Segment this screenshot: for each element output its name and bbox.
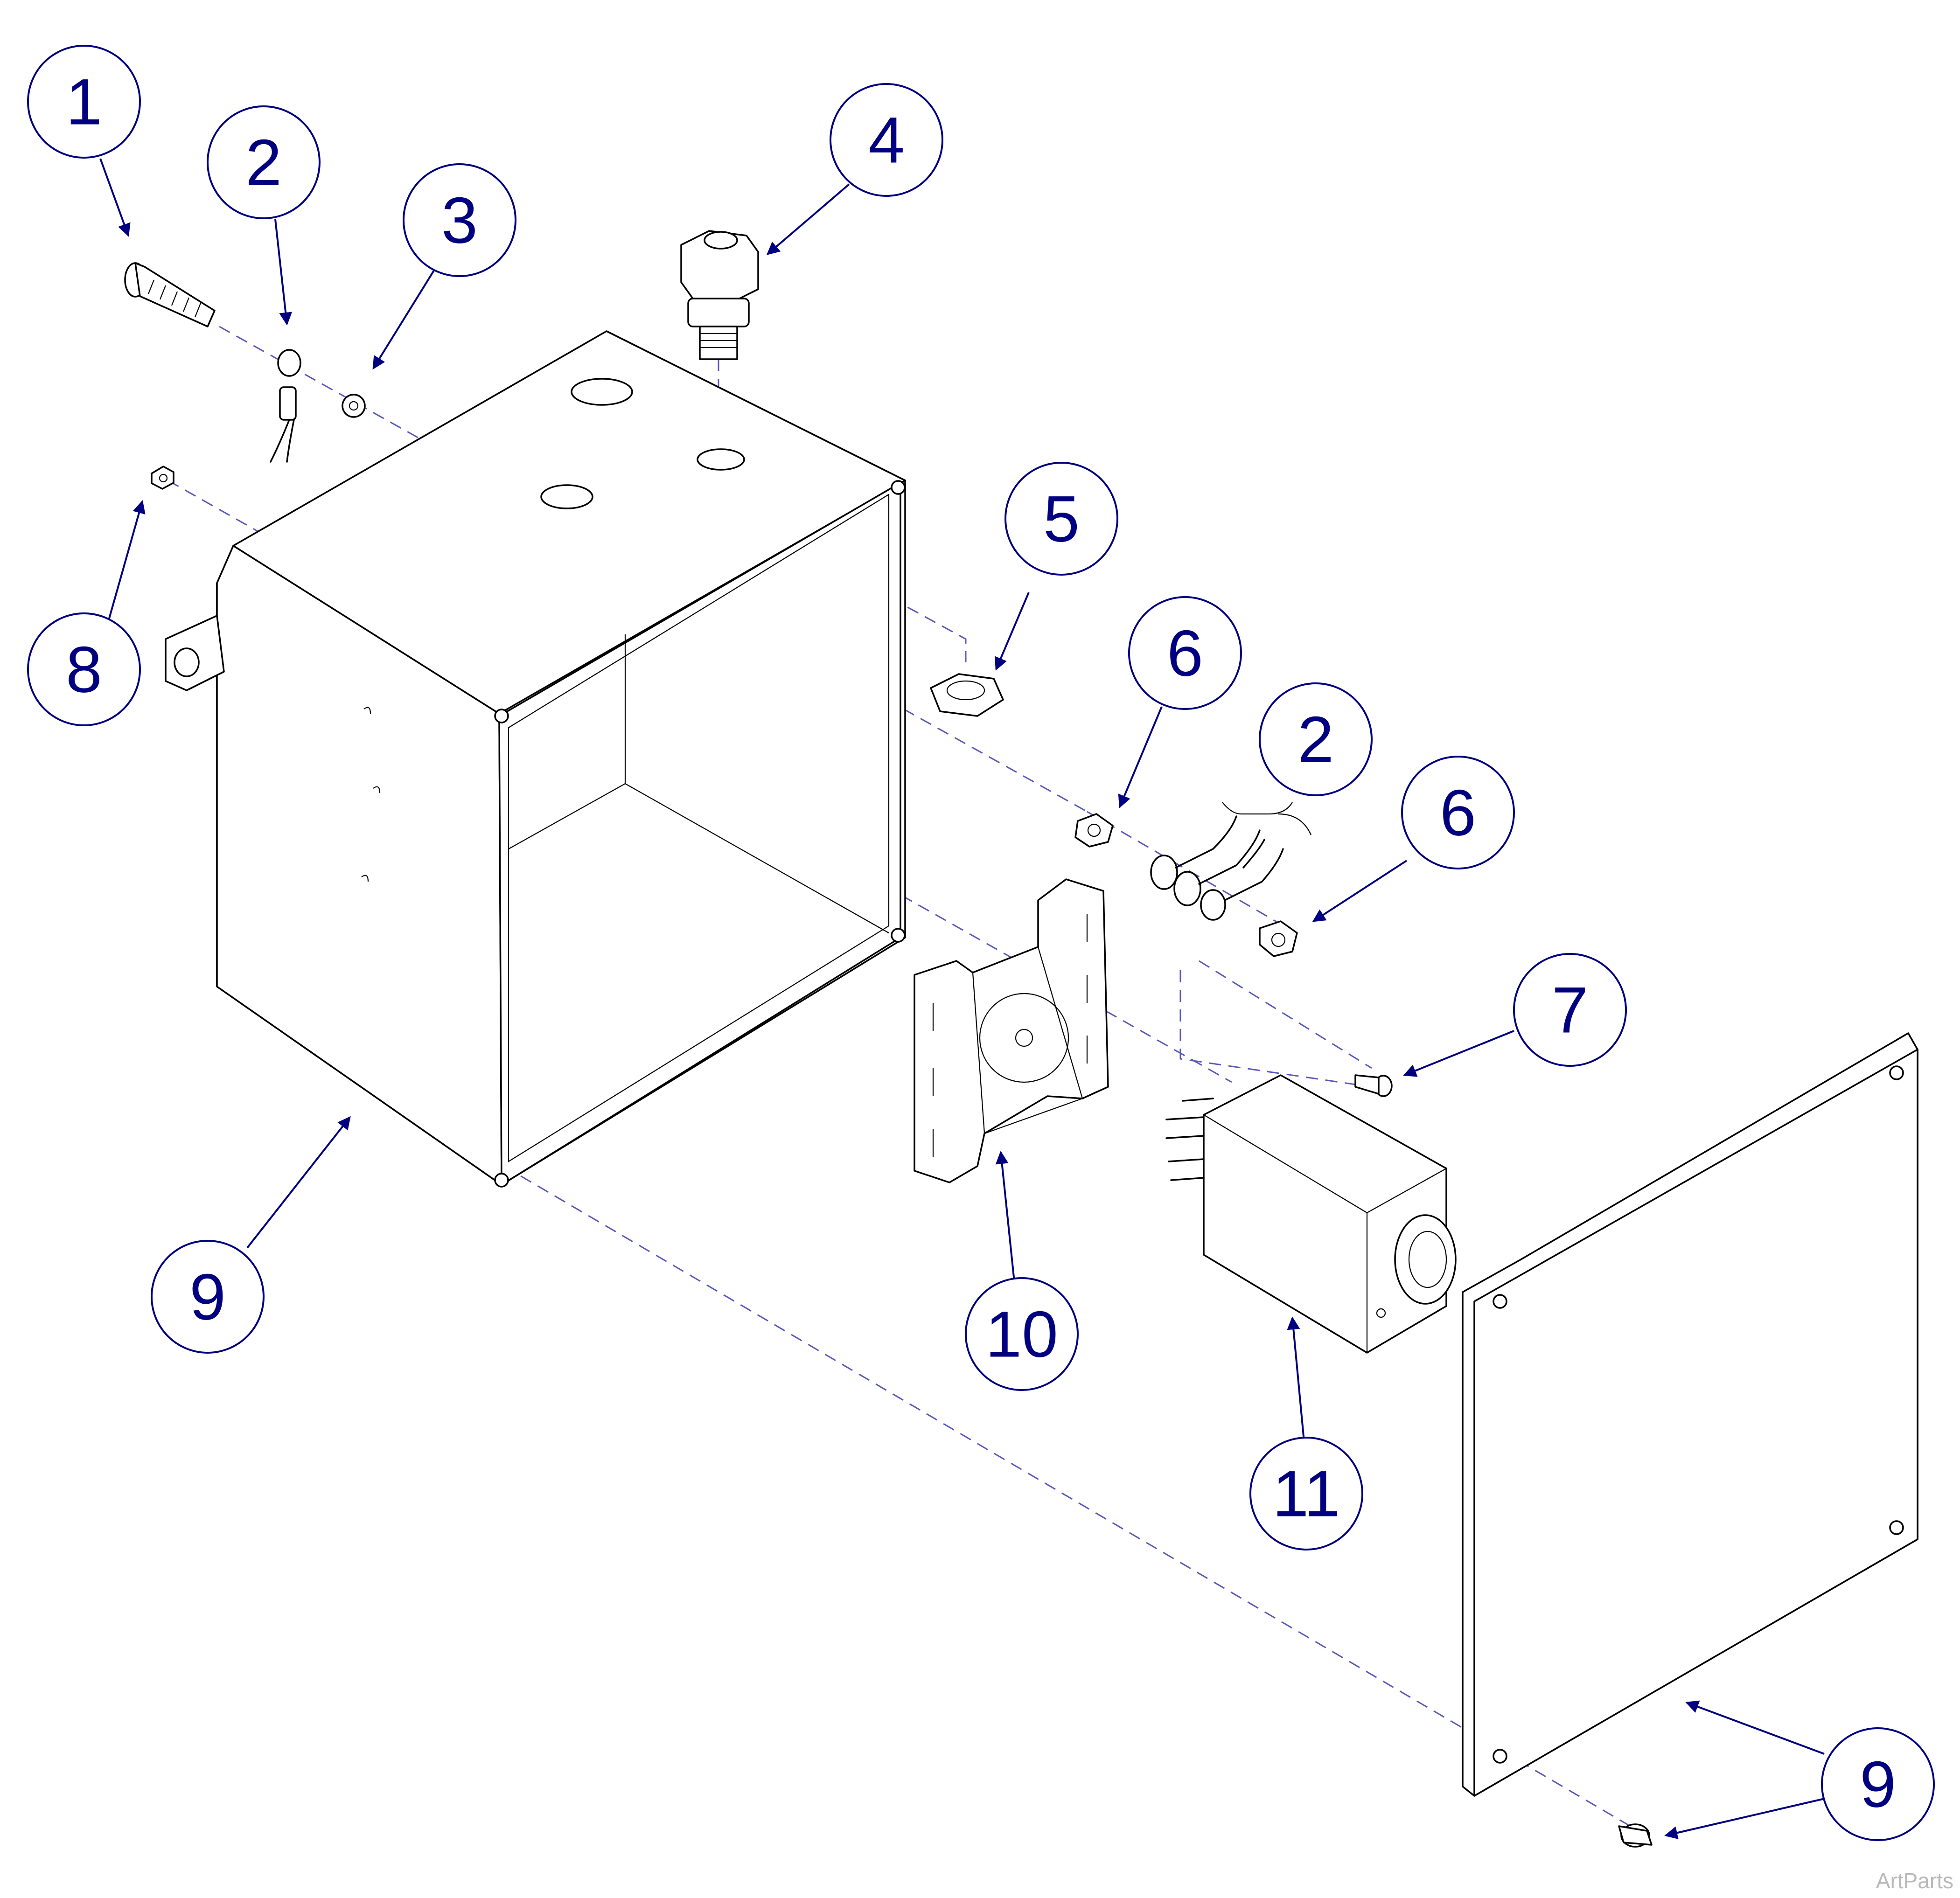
callout-11: 11 xyxy=(1249,1437,1363,1550)
callout-4: 4 xyxy=(830,83,943,197)
callout-3-label: 3 xyxy=(441,184,478,257)
callout-9-cover: 9 xyxy=(1821,1727,1935,1841)
callout-10: 10 xyxy=(965,1277,1079,1391)
cable-gland xyxy=(680,230,759,360)
cover-screw xyxy=(1618,1823,1653,1848)
callout-8: 8 xyxy=(27,612,141,726)
callout-9-cover-label: 9 xyxy=(1860,1748,1896,1821)
bolt xyxy=(124,262,216,327)
hex-nut xyxy=(151,466,174,490)
callout-2-terminals: 2 xyxy=(1259,682,1373,796)
callout-8-label: 8 xyxy=(66,633,102,706)
enclosure-box xyxy=(165,330,906,1188)
small-screw xyxy=(1354,1074,1393,1097)
callout-1-label: 1 xyxy=(66,65,102,139)
relay xyxy=(1165,1074,1457,1354)
relay-socket xyxy=(914,878,1109,1183)
ring-terminal-group xyxy=(1150,802,1312,921)
callout-5: 5 xyxy=(1004,462,1118,576)
terminal-nut-lower xyxy=(1259,920,1298,957)
callout-7-label: 7 xyxy=(1552,973,1588,1047)
callout-10-label: 10 xyxy=(985,1298,1058,1371)
callout-2-label: 2 xyxy=(245,126,282,199)
callout-6-upper: 6 xyxy=(1128,596,1242,710)
star-washer xyxy=(342,394,366,418)
terminal-nut-upper xyxy=(1074,813,1114,848)
callout-6-lower: 6 xyxy=(1401,756,1515,869)
callout-1: 1 xyxy=(27,45,141,159)
locknut xyxy=(930,673,1004,717)
callout-2-terminals-label: 2 xyxy=(1297,703,1334,776)
callout-2: 2 xyxy=(207,105,321,219)
callout-9-box: 9 xyxy=(151,1240,265,1354)
callout-6-upper-label: 6 xyxy=(1167,617,1203,690)
cover-plate xyxy=(1462,1032,1918,1797)
ground-wire-terminal xyxy=(270,349,301,463)
callout-11-label: 11 xyxy=(1272,1457,1340,1530)
callout-5-label: 5 xyxy=(1043,482,1080,556)
callout-9-box-label: 9 xyxy=(189,1260,226,1334)
credit-watermark: ArtParts xyxy=(1876,1869,1953,1893)
callout-7: 7 xyxy=(1513,953,1627,1067)
callout-4-label: 4 xyxy=(868,104,905,177)
callout-6-lower-label: 6 xyxy=(1440,776,1476,849)
callout-3: 3 xyxy=(403,163,516,277)
